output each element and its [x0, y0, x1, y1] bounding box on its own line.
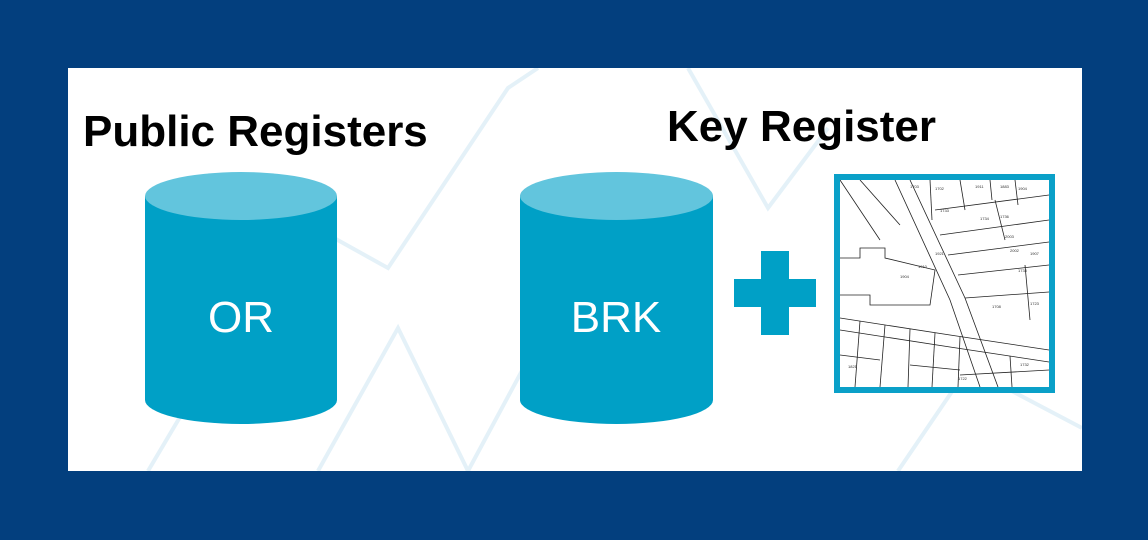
- parcel-number: 1736: [1000, 214, 1010, 219]
- parcel-number: 1703: [910, 184, 920, 189]
- parcel-number: 1723: [1030, 301, 1040, 306]
- plus-icon: [734, 251, 816, 335]
- parcel-number: 1911: [975, 184, 984, 189]
- key-register-heading: Key Register: [667, 102, 937, 151]
- public-registers-heading: Public Registers: [83, 107, 428, 156]
- cadastral-map: 1703 1702 1911 1883 1904 1733 1734 1736 …: [834, 174, 1055, 393]
- cadastral-map-drawing: 1703 1702 1911 1883 1904 1733 1734 1736 …: [840, 180, 1049, 387]
- parcel-number: 1904: [1018, 186, 1028, 191]
- parcel-number: 1907: [1030, 251, 1040, 256]
- parcel-number: 1708: [992, 304, 1002, 309]
- parcel-number: 1733: [940, 208, 950, 213]
- parcel-number: 1702: [935, 186, 945, 191]
- brk-database-icon: BRK: [520, 172, 713, 424]
- parcel-number: 1732: [1020, 362, 1030, 367]
- parcel-number: 2002: [1010, 248, 1020, 253]
- parcel-number: 1904: [900, 274, 910, 279]
- parcel-number: 1821: [848, 364, 858, 369]
- parcel-number: 2003: [1005, 234, 1015, 239]
- parcel-number: 1733: [1018, 268, 1028, 273]
- content-panel: Public Registers Key Register OR BRK: [68, 68, 1082, 471]
- parcel-number: 1921: [935, 251, 945, 256]
- parcel-number: 1734: [980, 216, 990, 221]
- brk-database-label: BRK: [570, 293, 662, 342]
- parcel-number: 1722: [958, 376, 968, 381]
- or-database-icon: OR: [145, 172, 337, 424]
- parcel-number: 1883: [1000, 184, 1010, 189]
- or-database-label: OR: [208, 293, 274, 342]
- parcel-number: 1910: [918, 264, 928, 269]
